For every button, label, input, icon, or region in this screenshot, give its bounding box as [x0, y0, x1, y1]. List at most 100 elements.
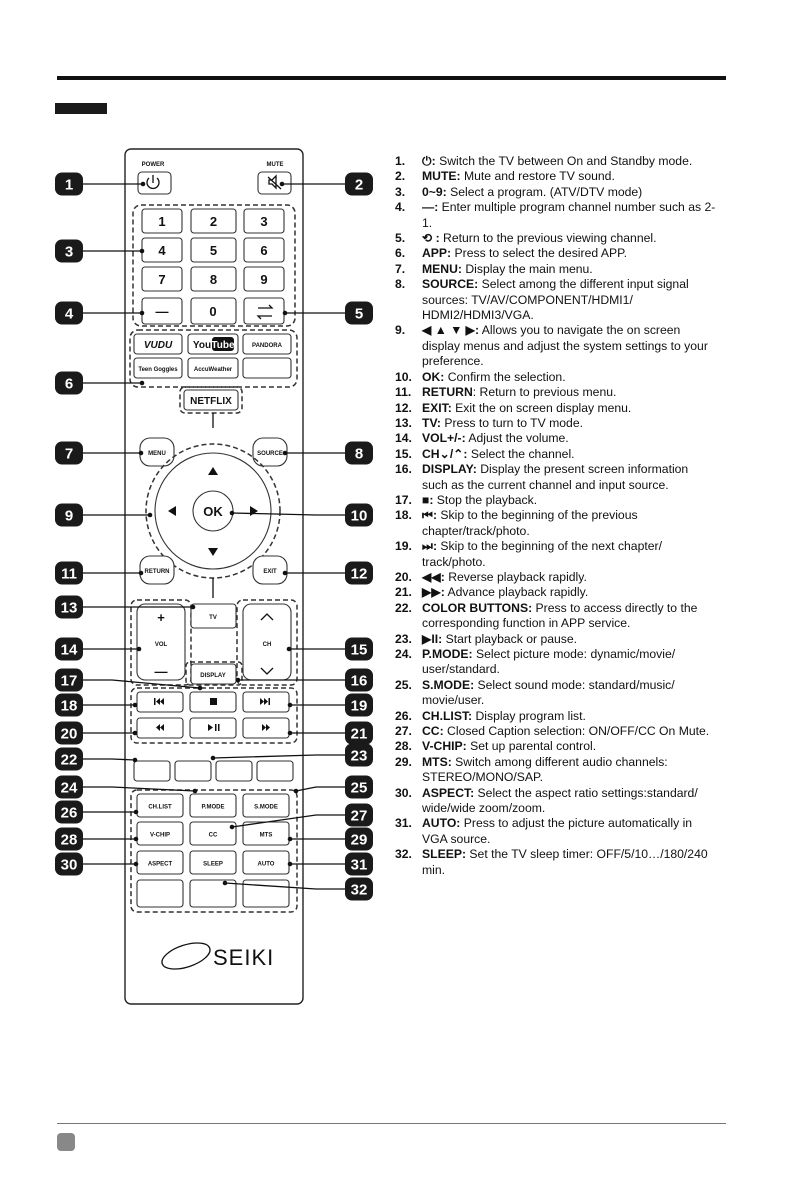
tv-button[interactable]: [190, 603, 237, 629]
digit-7-button[interactable]: [141, 266, 183, 292]
description-key: EXIT:: [422, 400, 452, 415]
blank-function-button-1[interactable]: [136, 879, 184, 908]
left-arrow-icon[interactable]: [168, 506, 176, 516]
color-button-1[interactable]: [133, 760, 171, 782]
description-number: 29.: [395, 754, 412, 769]
description-number: 7.: [395, 261, 406, 276]
digit-5-button[interactable]: [190, 237, 237, 263]
color-button-3[interactable]: [215, 760, 253, 782]
callout-badge-19: [345, 693, 373, 717]
description-number: 14.: [395, 431, 412, 446]
ch-list-button[interactable]: [136, 793, 184, 818]
callout-dot-22: [132, 757, 138, 763]
description-key: VOL+/-:: [422, 431, 466, 446]
description-text: Select the channel.: [467, 446, 575, 461]
callout-dot-1: [140, 181, 146, 187]
recall-button[interactable]: [243, 297, 285, 325]
power-button[interactable]: [137, 171, 172, 195]
description-number: 12.: [395, 400, 412, 415]
callout-dot-15: [286, 646, 292, 652]
return-button[interactable]: [139, 555, 175, 585]
callout-badge-14: [55, 637, 83, 661]
callout-dot-30: [133, 861, 139, 867]
color-button-4[interactable]: [256, 760, 294, 782]
vudu-button[interactable]: [133, 333, 183, 355]
description-text: Press to turn to TV mode.: [440, 415, 583, 430]
description-number: 6.: [395, 246, 406, 261]
callout-number-27: 27: [351, 808, 368, 825]
cc-button[interactable]: [189, 821, 237, 846]
sleep-button[interactable]: [189, 850, 237, 875]
netflix-button[interactable]: [183, 389, 239, 411]
blank-function-button-2[interactable]: [189, 879, 237, 908]
down-arrow-icon[interactable]: [208, 548, 218, 556]
callout-number-25: 25: [351, 780, 368, 797]
aspect-label: ASPECT: [148, 862, 173, 868]
callout-badge-28: [55, 827, 83, 851]
digit-9-button[interactable]: [243, 266, 285, 292]
description-number: 15.: [395, 446, 412, 461]
display-button[interactable]: [190, 663, 237, 685]
callout-badge-6: [55, 371, 83, 395]
callout-dot-13: [190, 604, 196, 610]
blank-app-button[interactable]: [242, 357, 292, 379]
callout-number-19: 19: [351, 698, 368, 715]
digit-2-label: 2: [210, 214, 217, 229]
callout-line-27: [231, 814, 346, 828]
description-icon: ⟲: [422, 231, 433, 246]
description-text: Select picture mode: dynamic/movie/ user…: [422, 647, 676, 677]
description-item: 11.RETURN: Return to previous menu.: [395, 385, 717, 400]
pandora-button[interactable]: [242, 333, 292, 355]
digit-8-button[interactable]: [190, 266, 237, 292]
description-icon: ⏻: [422, 154, 432, 168]
digit-3-button[interactable]: [243, 208, 285, 234]
description-item: 8.SOURCE: Select among the different inp…: [395, 277, 717, 323]
description-key: ◀ ▲ ▼ ▶:: [422, 323, 480, 338]
callout-badge-26: [55, 800, 83, 824]
description-text: Confirm the selection.: [444, 369, 566, 384]
color-button-2[interactable]: [174, 760, 212, 782]
v-chip-button[interactable]: [136, 821, 184, 846]
description-number: 27.: [395, 724, 412, 739]
digit-6-button[interactable]: [243, 237, 285, 263]
vol-rocker[interactable]: [136, 603, 186, 681]
mute-icon: [267, 174, 282, 190]
recall-icon: [256, 304, 274, 320]
callout-dot-19: [287, 702, 293, 708]
description-item: 14.VOL+/-: Adjust the volume.: [395, 431, 717, 446]
digit-1-button[interactable]: [141, 208, 183, 234]
ch-group: [236, 599, 298, 686]
description-number: 10.: [395, 369, 412, 384]
next-icon: [260, 698, 270, 705]
exit-label: EXIT: [263, 569, 277, 575]
callout-dot-21: [287, 730, 293, 736]
description-text: Advance playback rapidly.: [444, 585, 589, 600]
callout-number-14: 14: [61, 642, 78, 659]
description-number: 13.: [395, 415, 412, 430]
p-mode-button[interactable]: [189, 793, 237, 818]
play-pause-button[interactable]: [189, 717, 237, 739]
description-text: Display the main menu.: [461, 261, 593, 276]
stop-icon: [210, 698, 217, 705]
callout-number-23: 23: [351, 748, 368, 765]
teen-goggles-button[interactable]: [133, 357, 183, 379]
callout-number-29: 29: [351, 832, 368, 849]
s-mode-button[interactable]: [242, 793, 290, 818]
callout-dot-20: [132, 730, 138, 736]
section-tab: [55, 103, 107, 114]
numeric-group: [132, 204, 296, 327]
callout-number-17: 17: [61, 673, 78, 690]
accuweather-button[interactable]: [187, 357, 239, 379]
description-key: ASPECT:: [422, 785, 475, 800]
up-arrow-icon[interactable]: [208, 467, 218, 475]
digit-2-button[interactable]: [190, 208, 237, 234]
description-text: Display program list.: [472, 708, 586, 723]
page-marker: [57, 1133, 75, 1151]
description-key: ▶▶:: [422, 585, 445, 600]
description-key: COLOR BUTTONS:: [422, 600, 533, 615]
digit-0-button[interactable]: [190, 297, 237, 325]
callout-badge-7: [55, 441, 83, 465]
prev-icon: [154, 698, 164, 705]
exit-button[interactable]: [252, 555, 288, 585]
playback-group: [130, 687, 298, 744]
